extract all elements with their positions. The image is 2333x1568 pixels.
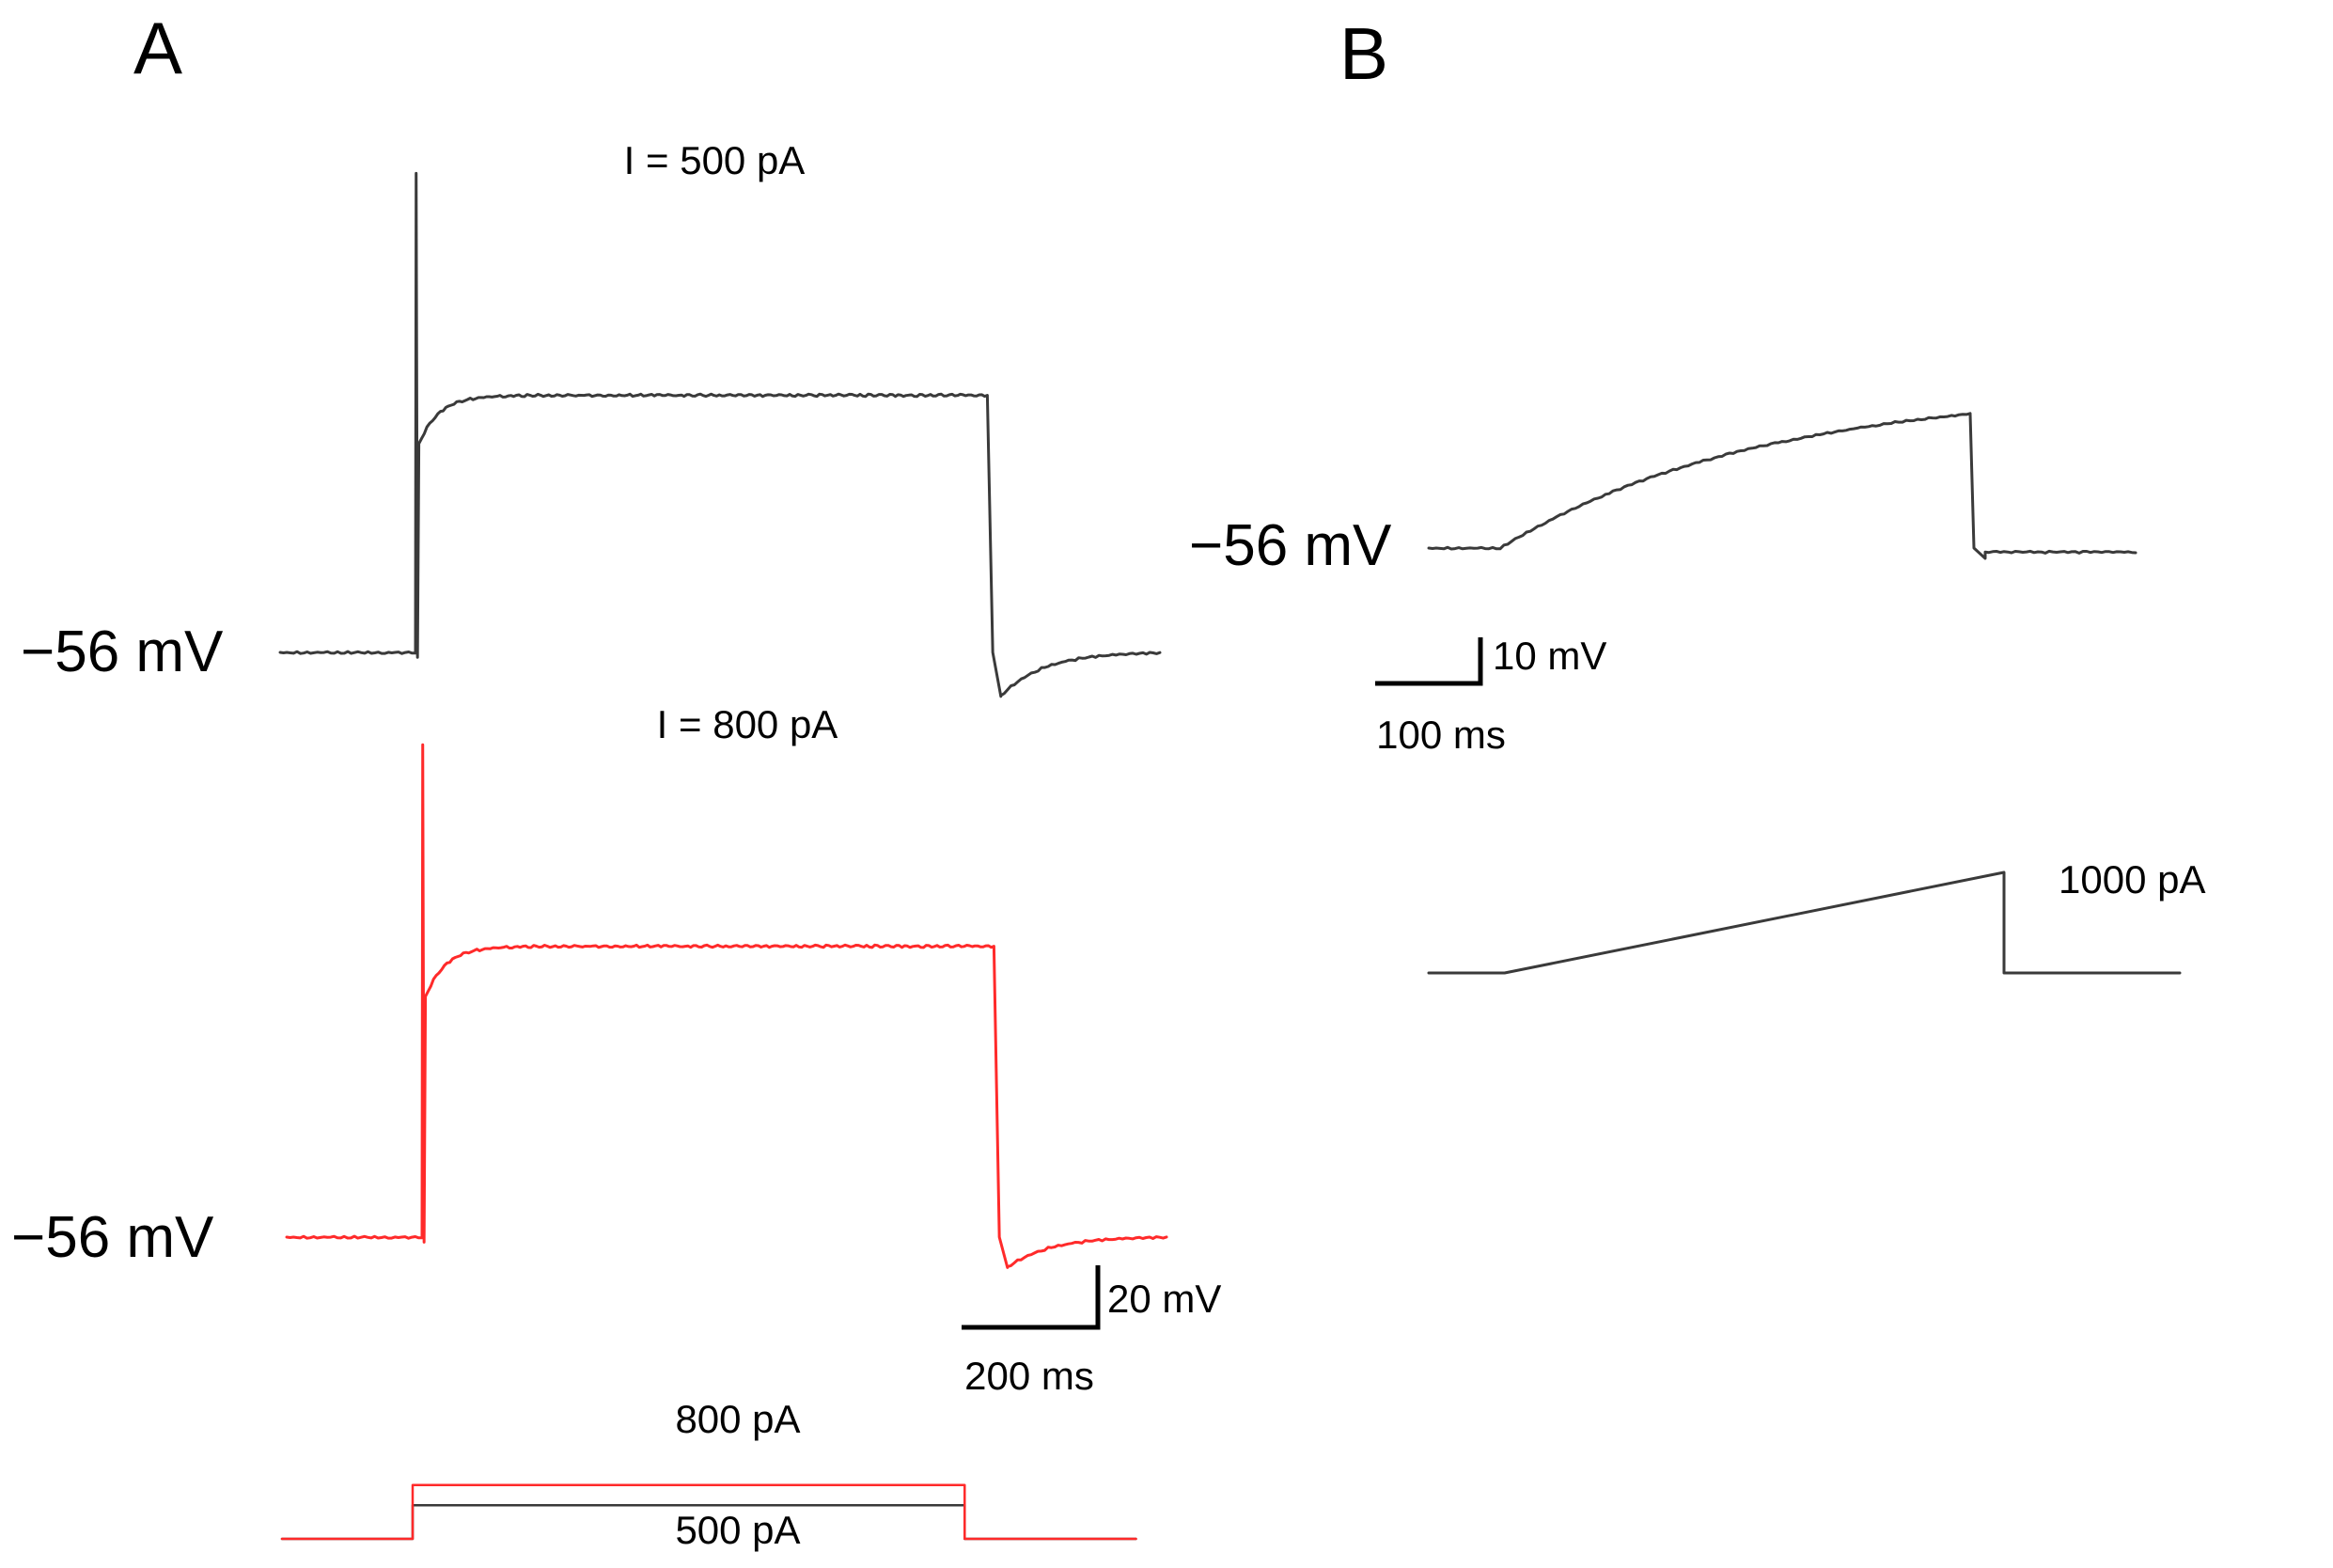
trace-b-rest-label: −56 mV — [1189, 513, 1392, 578]
trace-500-line — [278, 171, 1162, 698]
panel-b-letter: B — [1339, 12, 1388, 95]
stimulus-b-label: 1000 pA — [2059, 857, 2205, 902]
scale-bar-b-time-label: 100 ms — [1376, 713, 1506, 757]
stimulus-b-ramp — [1427, 870, 2182, 975]
stimulus-a-label-800: 800 pA — [675, 1397, 800, 1441]
stimulus-800-line — [280, 1483, 1137, 1541]
trace-500-title: I = 500 pA — [624, 138, 806, 182]
stimulus-a-label-500: 500 pA — [675, 1508, 800, 1552]
trace-500-rest-label: −56 mV — [21, 619, 224, 684]
trace-800-rest-label: −56 mV — [11, 1205, 214, 1270]
scale-bar-b-voltage-label: 10 mV — [1493, 634, 1606, 678]
scale-bar-a-voltage-label: 20 mV — [1107, 1277, 1221, 1321]
trace-800-title: I = 800 pA — [657, 702, 838, 746]
scale-bar-b — [1375, 637, 1483, 686]
scale-bar-a-time-label: 200 ms — [964, 1354, 1094, 1398]
panel-a-letter: A — [133, 7, 182, 89]
trace-800-line — [285, 743, 1168, 1269]
trace-b-line — [1427, 412, 2137, 560]
scale-bar-a — [962, 1265, 1101, 1330]
